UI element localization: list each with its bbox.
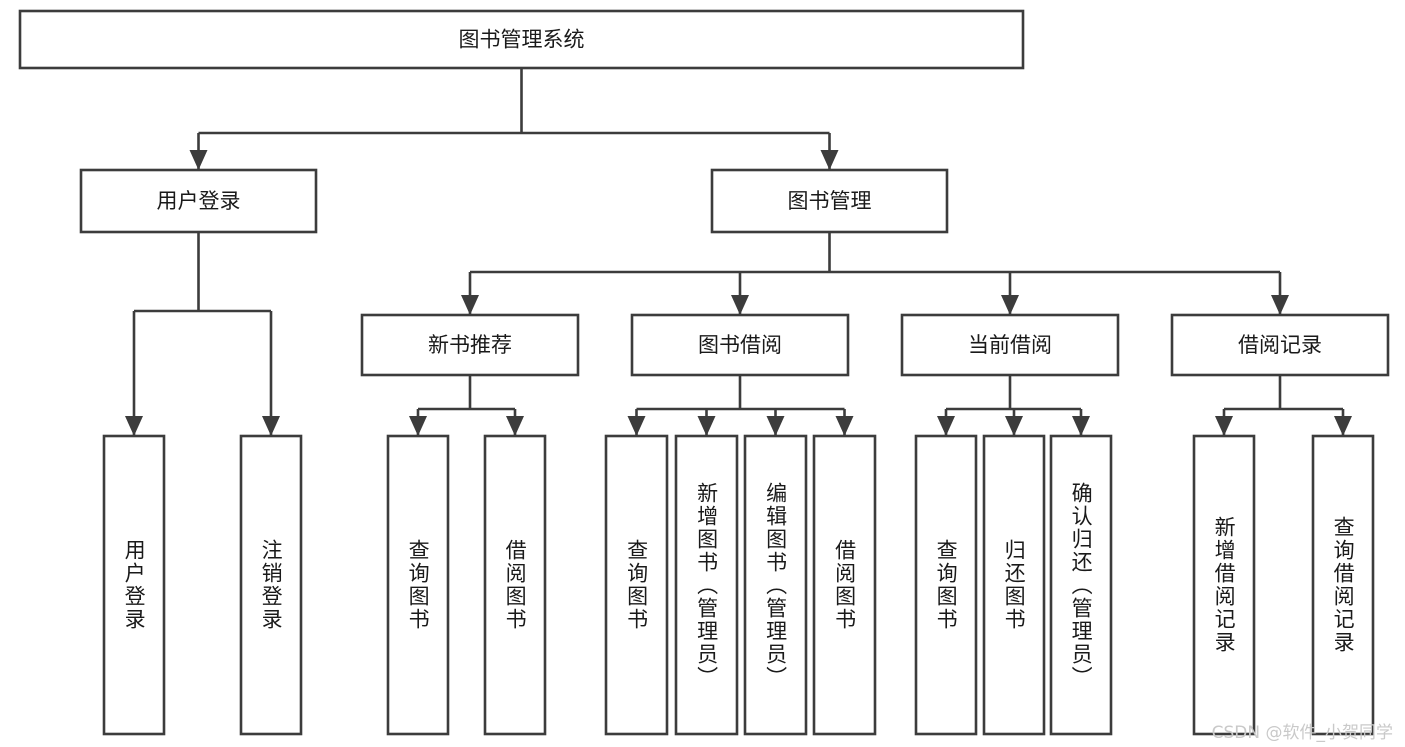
level2-node-label: 用户登录: [157, 189, 241, 213]
arrow-head-icon: [125, 416, 143, 436]
level3-node-box[interactable]: [1170, 313, 1390, 377]
level2-node-label: 图书管理: [788, 189, 872, 213]
leaf-node-box[interactable]: [239, 434, 303, 736]
leaf-node-box[interactable]: [483, 434, 547, 736]
leaf-node-box[interactable]: [743, 434, 808, 736]
arrow-head-icon: [820, 150, 839, 170]
csdn-watermark: CSDN @软件_小贺同学: [1211, 723, 1393, 743]
level3-node-label: 图书借阅: [698, 333, 782, 357]
level3-node-label: 借阅记录: [1238, 333, 1322, 357]
arrow-head-icon: [1005, 416, 1023, 436]
arrow-head-icon: [262, 416, 280, 436]
leaf-node-box[interactable]: [812, 434, 877, 736]
arrow-head-icon: [1334, 416, 1352, 436]
root-node-box[interactable]: [18, 9, 1025, 70]
arrow-head-icon: [697, 416, 716, 436]
arrow-head-icon: [1271, 295, 1289, 315]
arrow-head-icon: [461, 295, 479, 315]
level3-node-box[interactable]: [360, 313, 580, 377]
arrow-head-icon: [937, 416, 955, 436]
level2-node-box[interactable]: [710, 168, 949, 234]
leaf-node-box[interactable]: [604, 434, 669, 736]
arrow-head-icon: [1072, 416, 1090, 436]
root-node-label: 图书管理系统: [459, 28, 585, 52]
leaf-node-box[interactable]: [1049, 434, 1113, 736]
level3-node-box[interactable]: [630, 313, 850, 377]
arrow-head-icon: [835, 416, 854, 436]
leaf-node-box[interactable]: [102, 434, 166, 736]
leaf-node-box[interactable]: [674, 434, 739, 736]
level2-node-box[interactable]: [79, 168, 318, 234]
leaf-node-box[interactable]: [1311, 434, 1375, 736]
arrow-head-icon: [1001, 295, 1019, 315]
level3-node-label: 新书推荐: [428, 333, 512, 357]
leaf-node-box[interactable]: [386, 434, 450, 736]
arrow-head-icon: [189, 150, 208, 170]
arrow-head-icon: [731, 295, 749, 315]
arrow-head-icon: [627, 416, 646, 436]
arrow-head-icon: [766, 416, 785, 436]
leaf-node-box[interactable]: [982, 434, 1046, 736]
connectors-layer: [125, 68, 1352, 436]
level3-node-box[interactable]: [900, 313, 1120, 377]
level3-node-label: 当前借阅: [968, 333, 1052, 357]
arrow-head-icon: [506, 416, 524, 436]
leaf-node-box[interactable]: [914, 434, 978, 736]
leaf-node-box[interactable]: [1192, 434, 1256, 736]
boxes-layer: [18, 9, 1390, 736]
arrow-head-icon: [1215, 416, 1233, 436]
arrow-head-icon: [409, 416, 427, 436]
